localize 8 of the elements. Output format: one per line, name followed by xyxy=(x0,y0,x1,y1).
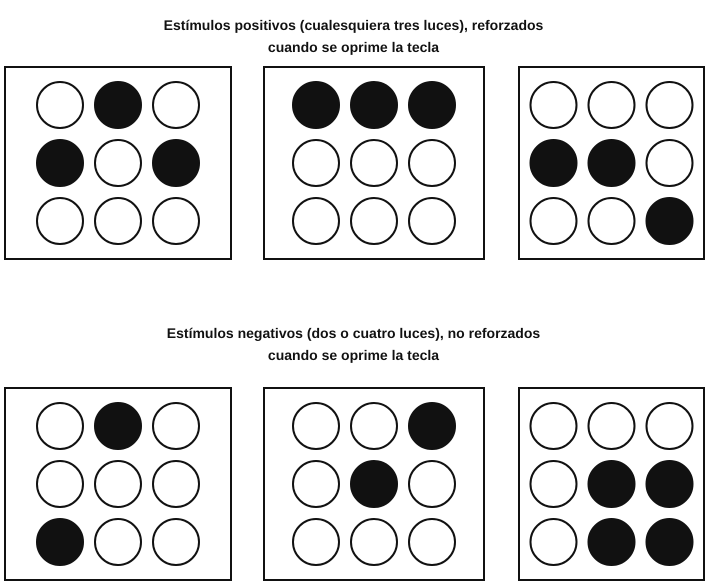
light-panel-drawing xyxy=(518,66,705,260)
light-panel-drawing xyxy=(263,66,485,260)
heading-text: Estímulos negativos (dos o cuatro luces), no reforzados cuando se oprime la tecla xyxy=(166,324,542,365)
light-panel-drawing xyxy=(263,387,485,581)
light-panel-drawing xyxy=(518,387,705,581)
light-panel-drawing xyxy=(4,387,232,581)
light-panel-drawing xyxy=(4,66,232,260)
heading-text: Estímulos positivos (cualesquiera tres luces), reforzados cuando se oprime la tecla xyxy=(162,16,544,57)
